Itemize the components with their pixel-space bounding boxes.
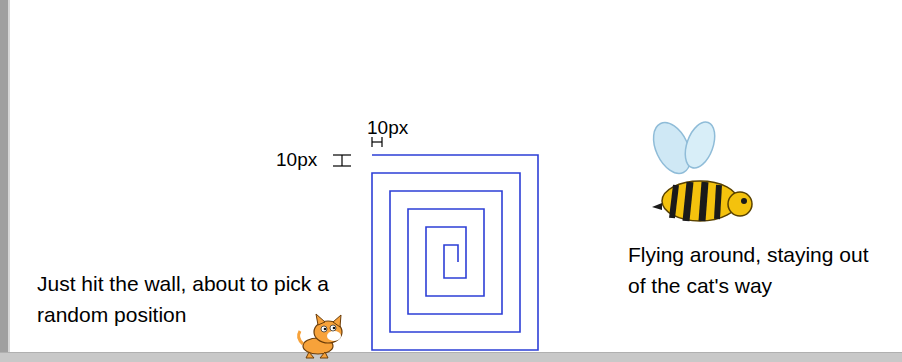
dimension-marker <box>372 137 382 147</box>
stage-border <box>8 0 10 352</box>
annotation-note: Flying around, staying out of the cat's … <box>628 239 890 301</box>
cat-sprite <box>299 314 342 358</box>
bee-sprite <box>646 117 752 221</box>
pen-spiral <box>372 155 538 350</box>
annotation-note: Just hit the wall, about to pick a rando… <box>37 268 342 330</box>
dimension-marker <box>333 155 351 166</box>
stage-border <box>0 352 902 362</box>
stage-border <box>0 0 8 362</box>
stage-border <box>0 352 902 353</box>
dimension-label: 10px <box>367 117 408 139</box>
dimension-label: 10px <box>276 149 317 171</box>
